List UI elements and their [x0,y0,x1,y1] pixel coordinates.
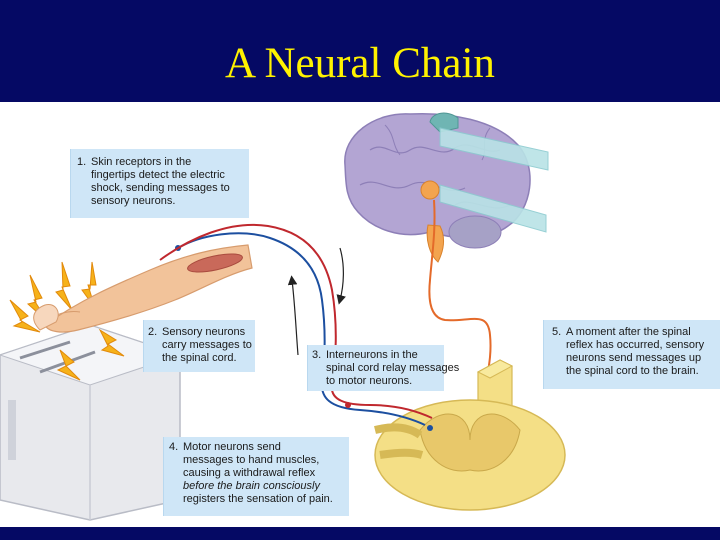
callout-line: reflex has occurred, sensory [566,339,705,351]
callout-number: 4. [169,441,179,453]
brain-section-planes [439,127,549,233]
callout-line: to motor neurons. [326,375,413,387]
bottom-bar [0,527,720,540]
ascending-pathway-to-brain [428,199,492,391]
callout-ascending-message: 5. A moment after the spinal reflex has … [543,320,720,389]
callout-sensory-neurons: 2. Sensory neurons carry messages to the… [143,320,255,372]
slide-title: A Neural Chain [225,40,495,87]
callout-line: shock, sending messages to [91,182,230,194]
callout-line: neurons send messages up [566,352,702,364]
callout-interneurons: 3. Interneurons in the spinal cord relay… [307,345,459,391]
callout-number: 1. [77,156,87,168]
interneuron-cell [427,425,433,431]
callout-line: registers the sensation of pain. [183,493,333,505]
callout-line: carry messages to [162,339,252,351]
callout-line: Skin receptors in the [91,156,192,168]
callout-line: Interneurons in the [326,349,418,361]
callout-line: fingertips detect the electric [91,169,225,181]
hand-illustration [33,244,253,333]
callout-skin-receptors: 1. Skin receptors in the fingertips dete… [70,149,249,218]
downward-arrow [336,247,346,305]
callout-number: 5. [552,326,562,338]
callout-line: Motor neurons send [183,441,281,453]
callout-line: sensory neurons. [91,195,176,207]
callout-line: the spinal cord to the brain. [566,365,699,377]
callout-number: 3. [312,349,322,361]
motor-neuron-path [159,223,433,419]
electric-shock-sparks [9,261,125,381]
title-bar: A Neural Chain [0,0,720,102]
motor-neuron-cell [345,402,351,408]
callout-line: A moment after the spinal [566,326,691,338]
callout-line: Sensory neurons [162,326,246,338]
callout-number: 2. [148,326,158,338]
callout-line: messages to hand muscles, [183,454,320,466]
callout-line: causing a withdrawal reflex [183,467,316,479]
callout-motor-neurons: 4. Motor neurons send messages to hand m… [163,437,349,516]
callout-line: before the brain consciously [183,480,320,492]
sensory-neuron-path [177,232,426,426]
brain-illustration [344,112,531,263]
callout-line: the spinal cord. [162,352,237,364]
spinal-cord-cross-section [374,399,566,511]
callout-line: spinal cord relay messages [326,362,460,374]
upward-arrow [287,275,299,356]
